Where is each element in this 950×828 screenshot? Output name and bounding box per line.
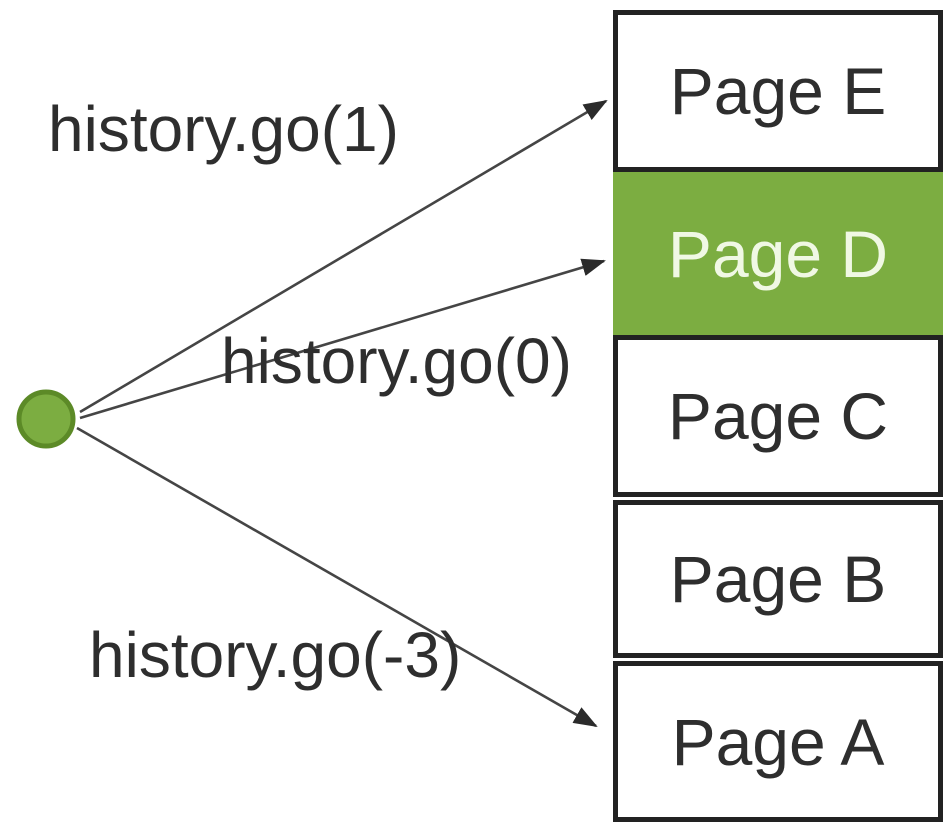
page-label: Page B [669,542,887,616]
page-label: Page D [667,216,889,291]
arrow-go-forward [79,99,608,414]
page-label: Page E [669,54,887,128]
label-history-go-forward: history.go(1) [48,93,399,165]
arrow-go-current [79,258,606,420]
history-stack-row-page-e: Page E [613,10,943,172]
history-stack-row-page-c: Page C [613,335,943,497]
arrow-go-back [76,426,598,728]
page-label: Page C [667,379,889,453]
page-label: Page A [671,704,885,779]
history-stack-row-page-a: Page A [613,661,943,822]
history-stack: Page E Page D Page C Page B Page A [613,10,943,822]
history-stack-row-page-d-active: Page D [613,172,943,335]
label-history-go-back: history.go(-3) [89,619,462,691]
label-history-go-current: history.go(0) [221,325,572,397]
current-position-dot-icon [16,389,76,449]
history-stack-row-page-b: Page B [613,500,943,658]
